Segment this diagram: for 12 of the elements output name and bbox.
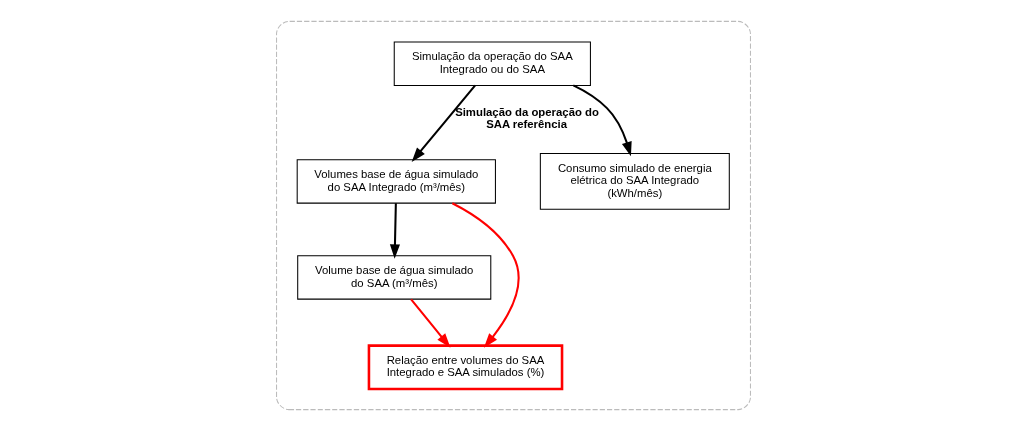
node-box: Volumes base de água simulado do SAA Integrado (m³/mês) [296, 158, 496, 204]
arrow [572, 84, 632, 156]
node-box: Simulação da operação do SAA Integrado ou do SAA [393, 41, 591, 86]
arrow [389, 202, 401, 259]
arrow [411, 84, 476, 162]
arrow [451, 201, 520, 348]
node-box: Relação entre volumes do SAA Integrado e SAA simulados (%) [367, 343, 564, 390]
node-box: Volume base de água simulado do SAA (m³/mês) [297, 254, 492, 300]
edge-label: Simulação da operação do SAA referência [455, 105, 599, 130]
node-box: Consumo simulado de energia elétrica do SAA Integrado (kWh/mês) [539, 152, 730, 210]
arrow [410, 298, 451, 348]
cluster [276, 20, 751, 410]
